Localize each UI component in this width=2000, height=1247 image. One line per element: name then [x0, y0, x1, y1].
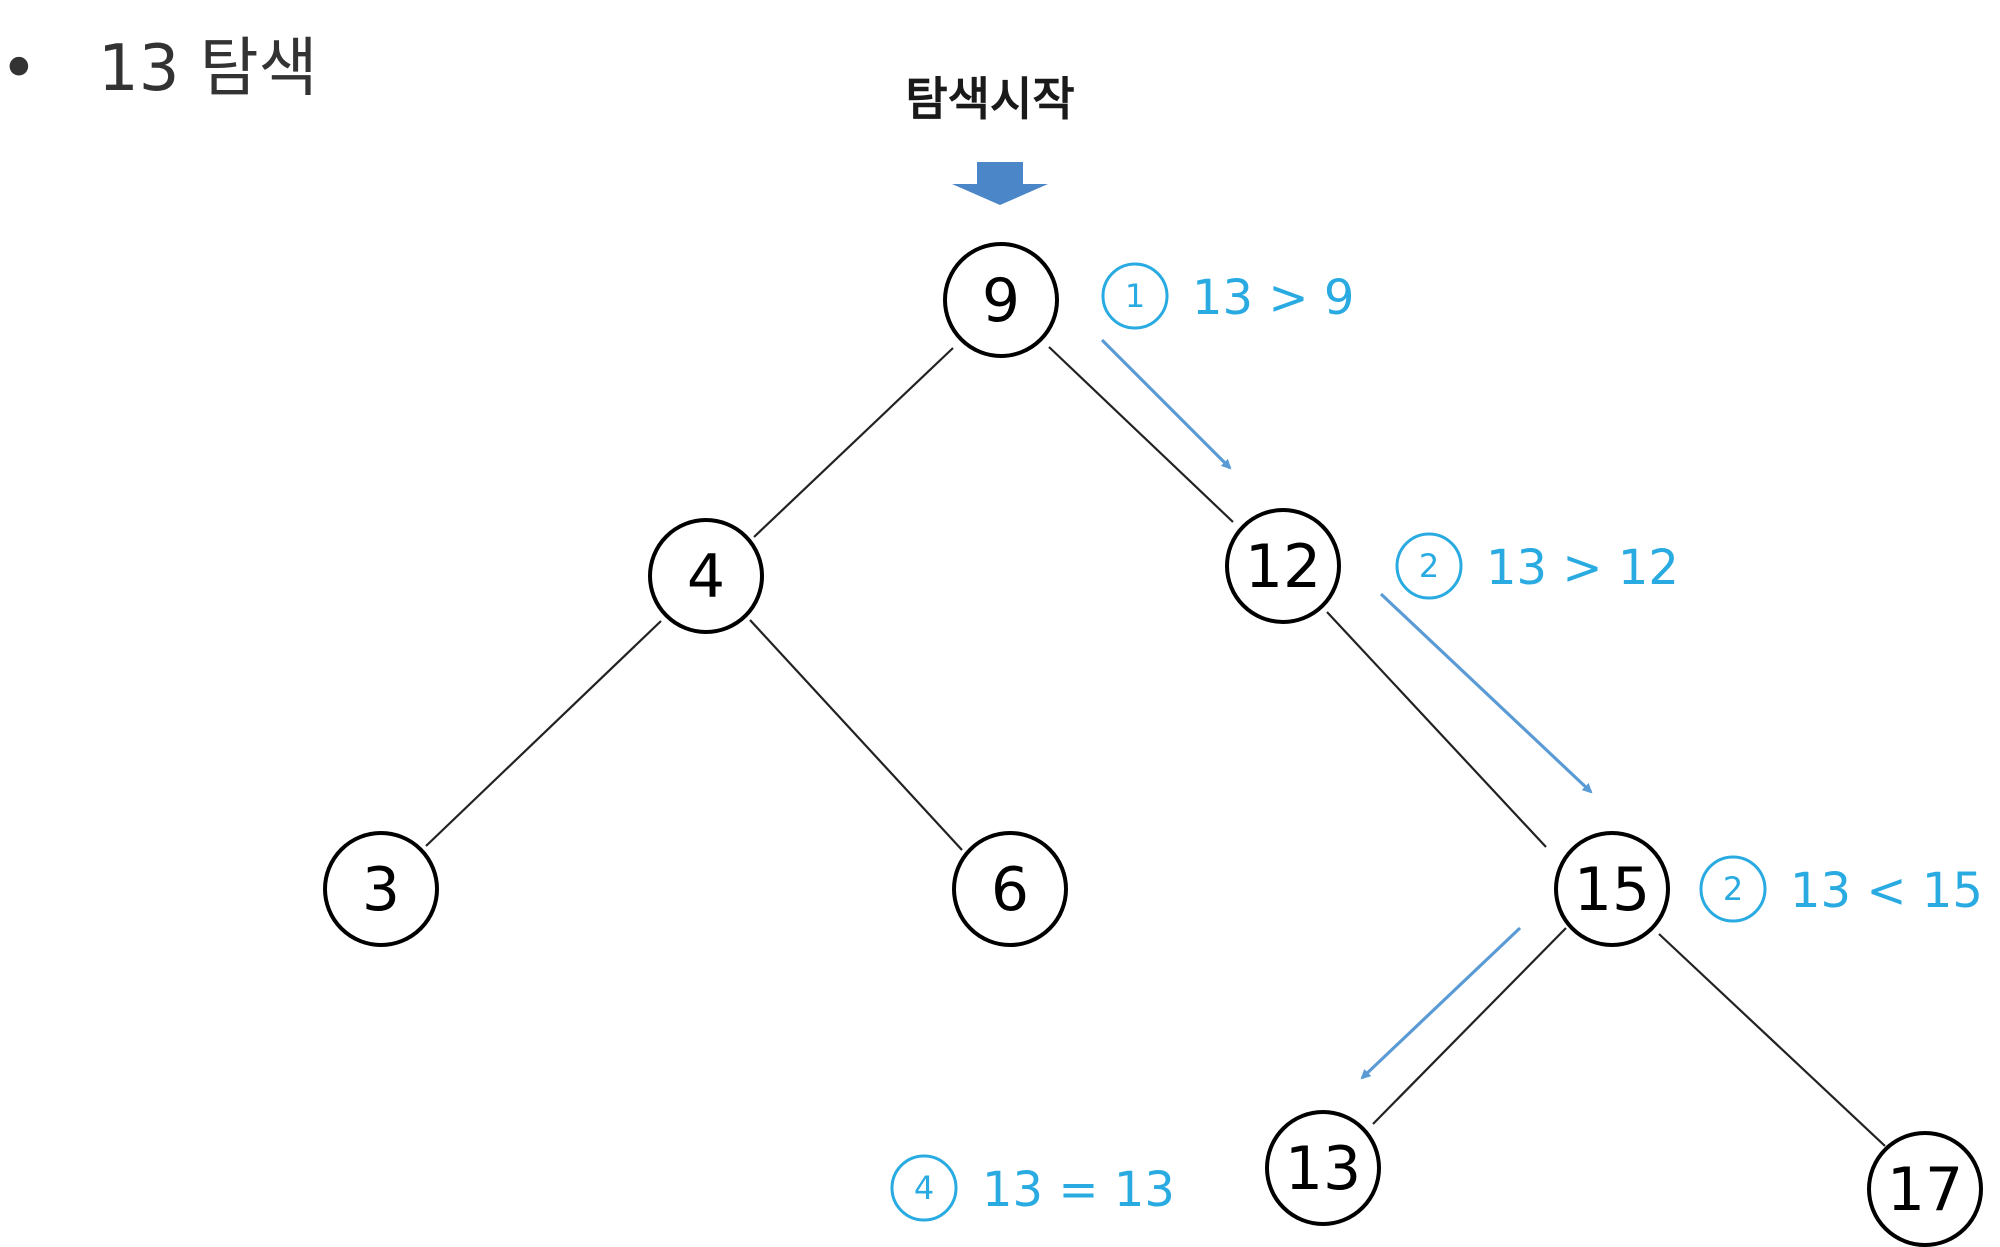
step-comparison: 13 > 9	[1192, 270, 1354, 326]
start-down-arrow-icon	[952, 162, 1048, 205]
node-value: 15	[1574, 855, 1650, 925]
bullet-heading: • 13 탐색	[0, 32, 318, 106]
step-number-circle	[890, 1154, 958, 1222]
bullet-label: 13 탐색	[98, 32, 318, 106]
edge-9-4	[753, 347, 954, 538]
node-value: 3	[362, 855, 400, 925]
step-number: 2	[1723, 870, 1743, 908]
step-number-circle	[1101, 262, 1169, 330]
bullet-dot: •	[0, 32, 38, 106]
start-label: 탐색시작	[905, 72, 1074, 126]
step-comparison: 13 = 13	[982, 1162, 1175, 1218]
tree-node-15: 15	[1554, 831, 1670, 947]
tree-node-6: 6	[952, 831, 1068, 947]
search-path-arrows	[1100, 338, 1593, 1080]
edge-15-13	[1372, 927, 1567, 1125]
node-value: 12	[1245, 532, 1321, 602]
step-number: 4	[914, 1169, 934, 1207]
node-value: 13	[1285, 1134, 1361, 1204]
step-annotation-2: 2 13 > 12	[1395, 532, 1679, 600]
node-value: 9	[982, 266, 1020, 336]
node-value: 17	[1887, 1155, 1963, 1225]
step-2-arrow	[1379, 592, 1593, 794]
edge-15-17	[1658, 933, 1886, 1147]
tree-node-4: 4	[648, 518, 764, 634]
step-number-circle	[1395, 532, 1463, 600]
step-annotation-3: 2 13 < 15	[1699, 855, 1983, 923]
tree-node-3: 3	[323, 831, 439, 947]
edge-9-12	[1048, 346, 1234, 523]
step-1-arrow	[1100, 338, 1232, 470]
step-annotation-4: 4 13 = 13	[890, 1154, 1175, 1222]
step-number-circle	[1699, 855, 1767, 923]
tree-edges	[425, 346, 1886, 1147]
step-3-arrow	[1360, 926, 1522, 1080]
node-value: 4	[687, 542, 725, 612]
tree-node-13: 13	[1265, 1110, 1381, 1226]
node-value: 6	[991, 855, 1029, 925]
edge-12-15	[1326, 611, 1547, 848]
tree-node-9: 9	[943, 242, 1059, 358]
edge-4-6	[749, 619, 963, 851]
tree-node-17: 17	[1867, 1131, 1983, 1247]
step-comparison: 13 < 15	[1790, 863, 1983, 919]
step-annotation-1: 1 13 > 9	[1101, 262, 1354, 330]
tree-node-12: 12	[1225, 508, 1341, 624]
edge-4-3	[425, 620, 662, 847]
step-number: 1	[1125, 277, 1145, 315]
step-comparison: 13 > 12	[1486, 540, 1679, 596]
step-number: 2	[1419, 547, 1439, 585]
